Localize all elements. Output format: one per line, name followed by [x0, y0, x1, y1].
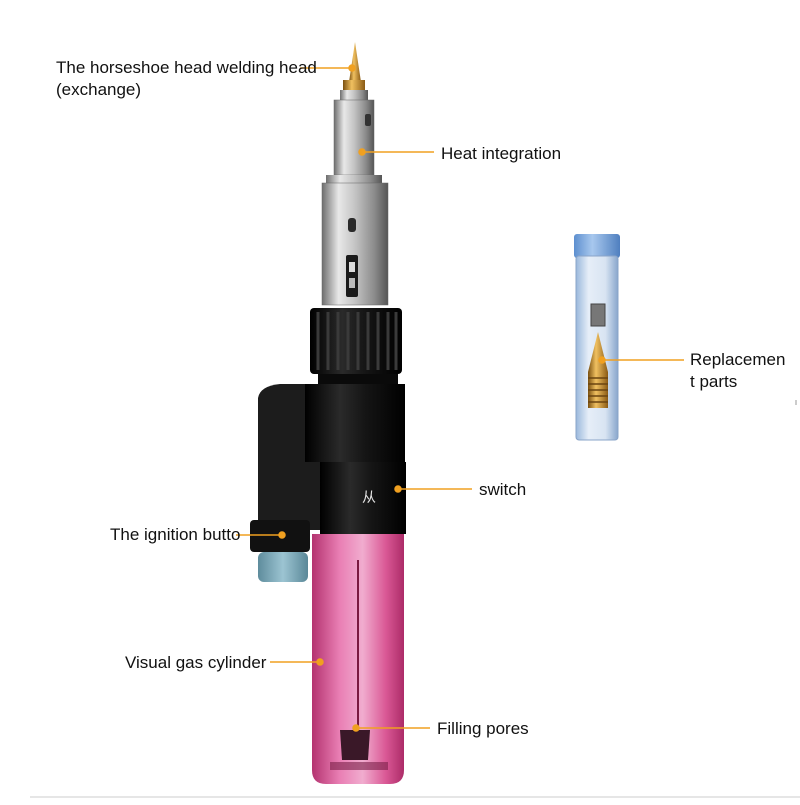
- heat-integration-barrel: [321, 99, 389, 306]
- label-replacement-parts: Replacemen t parts: [690, 349, 785, 393]
- label-heat-integration: Heat integration: [441, 144, 562, 163]
- label-welding-head: The horseshoe head welding head (exchang…: [56, 57, 317, 101]
- welding-head-tip: [340, 42, 368, 100]
- label-replacement-line2: t parts: [690, 372, 738, 391]
- label-replacement-line1: Replacemen: [690, 350, 786, 369]
- label-welding-head-line1: The horseshoe head welding head: [56, 58, 317, 77]
- label-ignition-button: The ignition butto: [110, 525, 241, 544]
- label-gas-cylinder: Visual gas cylinder: [125, 653, 267, 672]
- replacement-parts-case: [574, 234, 620, 441]
- label-welding-head-line2: (exchange): [56, 80, 142, 99]
- gas-cylinder: [312, 534, 404, 784]
- black-body: 从: [250, 384, 406, 552]
- label-switch: switch: [479, 480, 527, 499]
- ignition-button: [258, 552, 308, 582]
- knurled-ring: [310, 308, 402, 384]
- label-filling-pores: Filling pores: [437, 719, 529, 738]
- leader-lines: [236, 64, 684, 732]
- switch-symbol-icon: 从: [362, 490, 376, 506]
